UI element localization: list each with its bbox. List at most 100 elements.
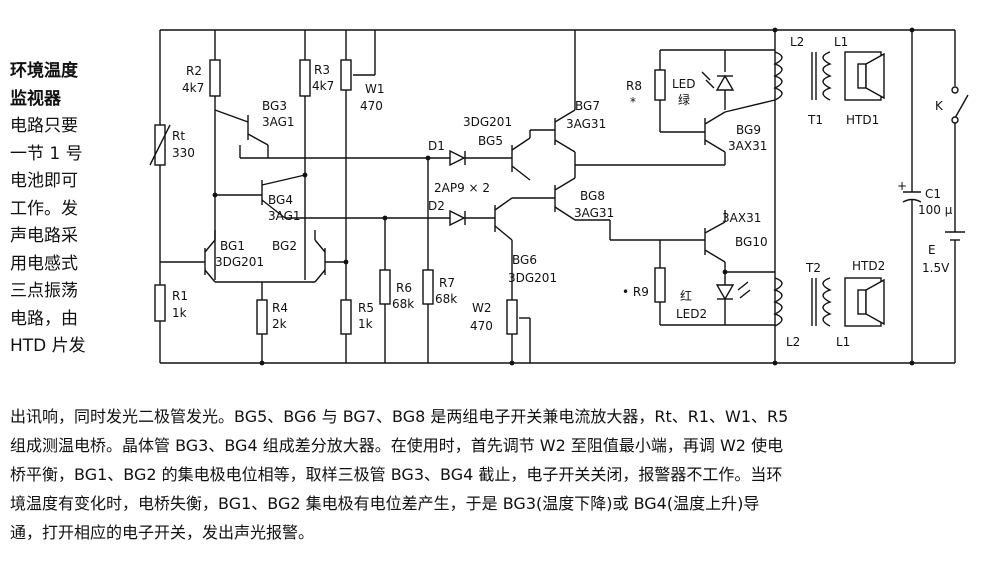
e-name: E <box>928 243 936 257</box>
diode-d1: D1 <box>428 139 512 167</box>
r5-value: 1k <box>358 317 373 331</box>
led-red: 红 LED2 <box>676 281 751 325</box>
w1-name: W1 <box>365 82 385 96</box>
side-line-7: 三点振荡 <box>10 281 78 301</box>
rt-name: Rt <box>172 129 185 143</box>
r6-name: R6 <box>396 281 412 295</box>
bg9-name: BG9 <box>736 123 761 137</box>
r1-name: R1 <box>172 289 188 303</box>
led-green: LED 绿 <box>672 50 735 110</box>
bg4-name: BG4 <box>268 193 293 207</box>
r4-value: 2k <box>272 317 287 331</box>
r7-name: R7 <box>439 276 455 290</box>
side-title-line-2: 监视器 <box>10 88 61 109</box>
r1-value: 1k <box>172 306 187 320</box>
side-line-2: 一节 1 号 <box>10 143 83 164</box>
d2-name: D2 <box>428 199 445 213</box>
htd1-name: HTD1 <box>846 113 879 127</box>
body-line-2: 组成测温电桥。晶体管 BG3、BG4 组成差分放大器。在使用时，首先调节 W2 … <box>10 436 784 455</box>
r8-name: R8 <box>626 79 642 93</box>
c1-value: 100 μ <box>918 203 953 217</box>
resistor-r8: R8 * <box>626 49 775 133</box>
transistor-pair-bg1-bg2: BG1 3DG201 BG2 <box>204 230 346 283</box>
transistor-bg9: BG9 3AX31 <box>655 99 776 166</box>
led1-name: LED <box>672 77 696 91</box>
c1-plus: + <box>897 179 907 193</box>
r3-value: 4k7 <box>312 79 334 93</box>
side-line-6: 用电感式 <box>10 253 78 274</box>
bg2-name: BG2 <box>272 239 297 253</box>
bg5-type: 3DG201 <box>463 115 512 129</box>
led2-name: LED2 <box>676 307 707 321</box>
resistor-r7: R7 68k <box>422 269 457 306</box>
thermistor-rt: Rt 330 <box>149 124 195 166</box>
potentiometer-w1: W1 470 <box>340 30 385 363</box>
r9-name: • R9 <box>622 285 649 299</box>
transistor-bg5: 3DG201 BG5 <box>463 115 555 181</box>
t1-name: T1 <box>807 113 823 127</box>
t2-l2-label: L2 <box>786 335 800 349</box>
resistor-r6: R6 68k <box>379 269 414 311</box>
e-value: 1.5V <box>922 261 950 275</box>
junction-dots <box>212 27 915 366</box>
bg6-type: 3DG201 <box>508 271 557 285</box>
transformer-t2: T2 L2 L1 <box>773 261 850 349</box>
diode-part-number: 2AP9 × 2 <box>434 181 490 195</box>
bg10-type: 3AX31 <box>722 211 761 225</box>
resistor-r1: R1 1k <box>154 261 205 322</box>
led2-color: 红 <box>680 288 692 303</box>
w1-value: 470 <box>360 99 383 113</box>
bg10-name: BG10 <box>735 235 768 249</box>
potentiometer-w2: W2 470 <box>470 299 531 363</box>
r7-value: 68k <box>435 292 457 306</box>
bg8-name: BG8 <box>580 189 605 203</box>
side-line-1: 电路只要 <box>10 116 78 136</box>
bg4-type: 3AG1 <box>268 209 301 223</box>
switch-k: K <box>935 30 969 124</box>
bg1-name: BG1 <box>220 239 245 253</box>
bg7-name: BG7 <box>575 99 600 113</box>
transistor-bg10: 3AX31 BG10 <box>704 210 775 285</box>
transistor-bg3: BG3 3AG1 <box>214 99 295 159</box>
transistor-bg6: BG6 3DG201 <box>494 197 557 363</box>
side-line-5: 声电路采 <box>10 226 78 246</box>
bg6-name: BG6 <box>512 253 537 267</box>
r3-name: R3 <box>314 63 330 77</box>
buzzer-htd2: HTD2 <box>844 259 885 327</box>
d1-name: D1 <box>428 139 445 153</box>
bg3-name: BG3 <box>262 99 287 113</box>
side-title-line-1: 环境温度 <box>10 61 78 81</box>
battery-e: E 1.5V <box>922 123 965 363</box>
r6-value: 68k <box>392 297 414 311</box>
body-description: 出讯响，同时发光二极管发光。BG5、BG6 与 BG7、BG8 是两组电子开关兼… <box>10 402 985 547</box>
circuit-schematic: R2 4k7 R3 4k7 W1 470 Rt 330 R1 1k B <box>149 27 969 366</box>
side-line-4: 工作。发 <box>10 198 78 219</box>
transistor-bg8: BG8 3AG31 <box>554 165 705 241</box>
t2-l1-label: L1 <box>836 335 850 349</box>
transistor-bg4: BG4 3AG1 <box>215 174 306 223</box>
signal-lines <box>268 157 450 363</box>
bg5-name: BG5 <box>478 134 503 148</box>
resistor-r3: R3 4k7 <box>299 30 334 280</box>
resistor-r5: R5 1k <box>340 299 374 335</box>
side-line-9: HTD 片发 <box>10 336 86 356</box>
bg3-type: 3AG1 <box>262 115 295 129</box>
body-line-1: 出讯响，同时发光二极管发光。BG5、BG6 与 BG7、BG8 是两组电子开关兼… <box>10 407 789 426</box>
side-line-3: 电池即可 <box>10 171 78 191</box>
body-line-5: 通，打开相应的电子开关，发出声光报警。 <box>10 523 315 542</box>
t1-l1-label: L1 <box>834 35 848 49</box>
w2-value: 470 <box>470 319 493 333</box>
capacitor-c1: + C1 100 μ <box>897 30 953 363</box>
r4-name: R4 <box>272 301 288 315</box>
diode-d2: D2 2AP9 × 2 <box>428 181 495 227</box>
resistor-r9: • R9 <box>622 240 775 326</box>
htd2-name: HTD2 <box>852 259 885 273</box>
buzzer-htd1: HTD1 <box>844 51 885 127</box>
transistor-bg7: BG7 3AG31 <box>554 30 655 166</box>
side-description: 环境温度 监视器 电路只要 一节 1 号 电池即可 工作。发 声电路采 用电感式… <box>10 58 128 361</box>
led1-color: 绿 <box>678 92 690 107</box>
resistor-r2: R2 4k7 <box>182 30 221 280</box>
resistor-r4: R4 2k <box>256 282 288 363</box>
rt-value: 330 <box>172 146 195 160</box>
body-line-4: 境温度有变化时，电桥失衡，BG1、BG2 集电极有电位差产生，于是 BG3(温度… <box>10 494 760 513</box>
